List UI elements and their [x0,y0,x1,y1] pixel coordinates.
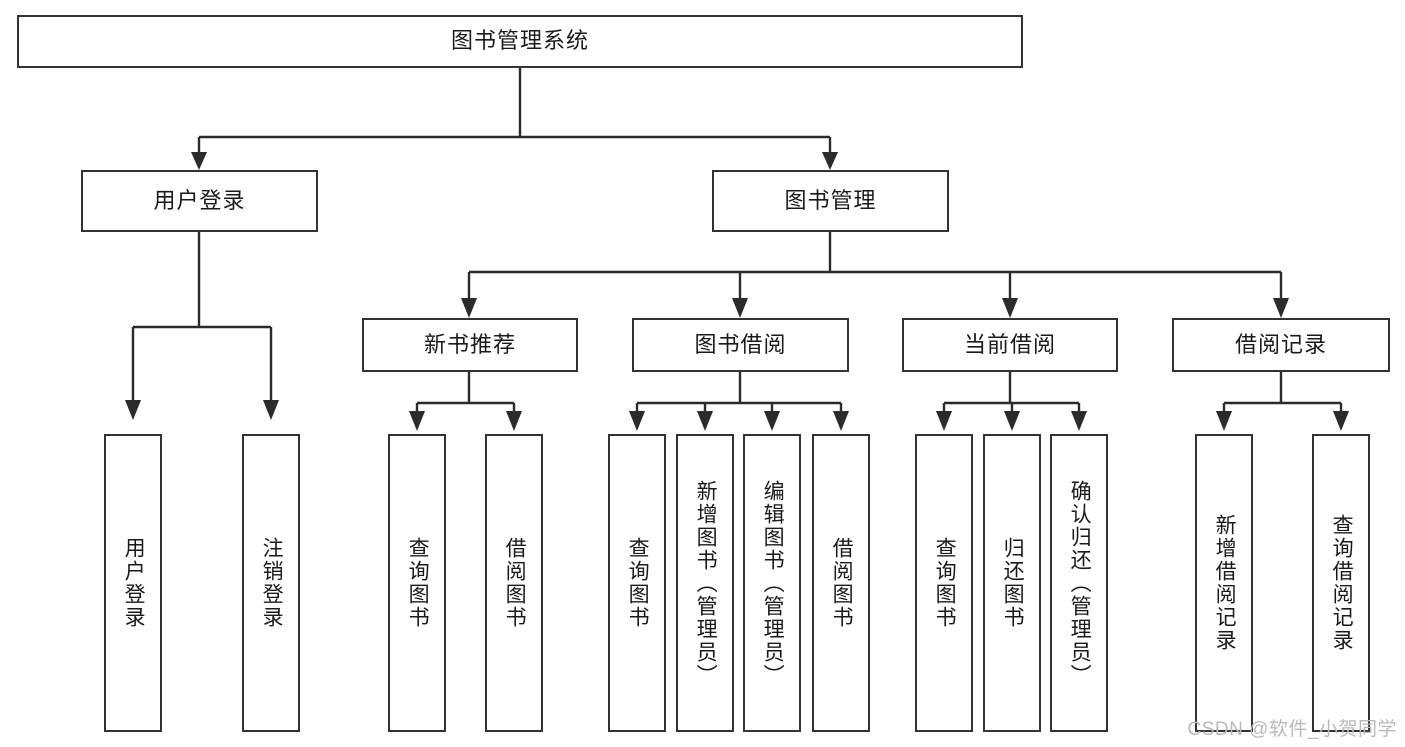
leaf-user-login[interactable]: 用户登录 [104,434,162,732]
arrowhead-to-record [1273,298,1289,318]
arrowhead-root-to-login [191,152,207,170]
arrowhead-login-leaf1 [125,400,141,420]
node-label: 查询借阅记录 [1330,514,1354,652]
arrowhead-to-borrow [732,298,748,318]
node-label: 借阅记录 [1234,331,1327,357]
leaf-confirm-return-admin[interactable]: 确认归还（管理员） [1050,434,1108,732]
arrowhead-to-newbook [461,298,477,318]
leaf-return-books[interactable]: 归还图书 [983,434,1041,732]
node-label: 注销登录 [260,537,284,629]
node-label: 查询图书 [933,537,957,629]
arrowhead-to-current [1002,298,1018,318]
node-label: 借阅图书 [830,537,854,629]
leaf-query-books-newbook[interactable]: 查询图书 [388,434,446,732]
node-user-login[interactable]: 用户登录 [81,170,318,232]
arrowhead-login-leaf2 [263,400,279,420]
node-book-borrowing[interactable]: 图书借阅 [632,318,849,372]
arrowhead-current-leaf2 [1004,411,1020,431]
node-label: 新书推荐 [423,331,516,357]
node-label: 当前借阅 [963,331,1056,357]
arrowhead-record-leaf2 [1333,411,1349,431]
node-label: 确认归还（管理员） [1068,479,1092,687]
arrowhead-newbook-leaf2 [506,411,522,431]
node-current-borrowing[interactable]: 当前借阅 [902,318,1118,372]
node-label: 归还图书 [1001,537,1025,629]
node-label: 用户登录 [122,537,146,629]
node-book-management[interactable]: 图书管理 [712,170,949,232]
arrowhead-borrow-leaf2 [697,411,713,431]
leaf-borrow-books-newbook[interactable]: 借阅图书 [485,434,543,732]
arrowhead-borrow-leaf1 [629,411,645,431]
node-label: 用户登录 [153,187,246,213]
node-label: 图书管理 [784,187,877,213]
arrowhead-current-leaf3 [1071,411,1087,431]
node-label: 图书管理系统 [450,28,589,54]
node-label: 新增借阅记录 [1213,514,1237,652]
leaf-add-book-admin[interactable]: 新增图书（管理员） [676,434,734,732]
arrowhead-current-leaf1 [936,411,952,431]
arrowhead-borrow-leaf4 [833,411,849,431]
watermark-text: CSDN @软件_小贺同学 [1187,719,1397,740]
leaf-query-borrow-record[interactable]: 查询借阅记录 [1312,434,1370,732]
arrowhead-root-to-bookmgmt [822,152,838,170]
node-label: 图书借阅 [694,331,787,357]
node-label: 借阅图书 [503,537,527,629]
leaf-add-borrow-record[interactable]: 新增借阅记录 [1195,434,1253,732]
arrowhead-record-leaf1 [1216,411,1232,431]
node-new-book-recommendation[interactable]: 新书推荐 [362,318,578,372]
arrowhead-newbook-leaf1 [409,411,425,431]
leaf-logout[interactable]: 注销登录 [242,434,300,732]
arrowhead-borrow-leaf3 [764,411,780,431]
node-label: 新增图书（管理员） [694,479,718,687]
leaf-query-books-borrow[interactable]: 查询图书 [608,434,666,732]
node-label: 查询图书 [626,537,650,629]
leaf-edit-book-admin[interactable]: 编辑图书（管理员） [743,434,801,732]
node-label: 查询图书 [406,537,430,629]
leaf-borrow-books[interactable]: 借阅图书 [812,434,870,732]
node-label: 编辑图书（管理员） [761,479,785,687]
node-borrow-records[interactable]: 借阅记录 [1172,318,1390,372]
leaf-query-books-current[interactable]: 查询图书 [915,434,973,732]
node-root-book-management-system[interactable]: 图书管理系统 [17,15,1023,68]
